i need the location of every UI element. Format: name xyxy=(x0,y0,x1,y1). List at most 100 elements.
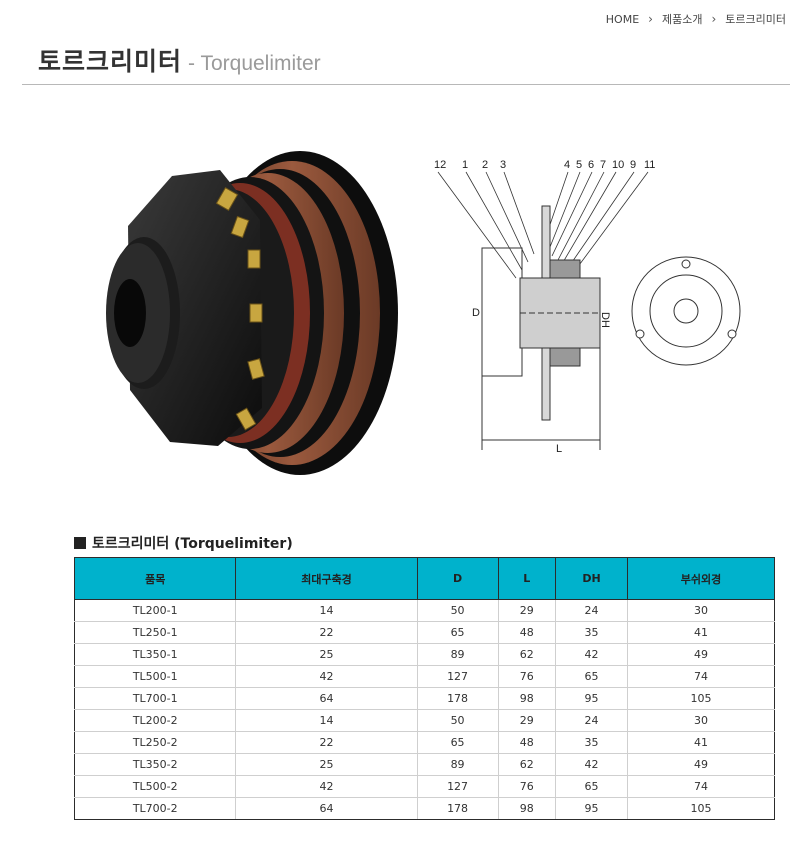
table-cell: TL700-2 xyxy=(73,797,236,820)
table-cell: 178 xyxy=(416,687,499,710)
drawing-label: DH xyxy=(599,312,611,328)
drawing-label: 4 xyxy=(564,159,570,171)
table-header: L xyxy=(497,557,557,600)
table-cell: TL700-1 xyxy=(73,687,236,710)
product-photo xyxy=(106,151,398,475)
table-cell: 65 xyxy=(416,621,499,644)
drawing-label: 10 xyxy=(612,159,624,171)
drawing-label: 2 xyxy=(482,159,488,171)
table-cell: 30 xyxy=(627,709,775,732)
table-row: TL250-1 22 65 48 35 41 xyxy=(73,621,775,644)
table-cell: 64 xyxy=(235,797,418,820)
drawing-label: 12 xyxy=(434,159,446,171)
chevron-right-icon: › xyxy=(711,12,717,26)
table-cell: 22 xyxy=(235,731,418,754)
table-cell: TL250-2 xyxy=(73,731,236,754)
table-cell: 42 xyxy=(235,665,418,688)
table-header: 품목 xyxy=(73,557,237,600)
table-cell: 30 xyxy=(627,599,775,622)
table-cell: 89 xyxy=(416,753,499,776)
table-header: 최대구축경 xyxy=(235,557,418,600)
table-header: D xyxy=(416,557,499,600)
table-cell: 35 xyxy=(554,621,628,644)
table-row: TL350-1 25 89 62 42 49 xyxy=(73,643,775,666)
page-title-korean: 토르크리미터 xyxy=(38,47,183,76)
table-cell: 62 xyxy=(497,753,556,776)
table-cell: 50 xyxy=(416,599,499,622)
title-divider xyxy=(22,84,790,85)
breadcrumb-category[interactable]: 제품소개 xyxy=(661,13,703,26)
drawing-label: D xyxy=(472,307,480,319)
drawing-label: 1 xyxy=(462,159,468,171)
table-row: TL200-2 14 50 29 24 30 xyxy=(73,709,775,732)
table-cell: 42 xyxy=(554,643,628,666)
table-cell: TL350-1 xyxy=(73,643,236,666)
page-title: 토르크리미터 - Torquelimiter xyxy=(38,42,321,78)
table-header-row: 품목 최대구축경 D L DH 부쉬외경 xyxy=(73,557,775,600)
table-cell: TL200-1 xyxy=(73,599,236,622)
table-row: TL700-1 64 178 98 95 105 xyxy=(73,687,775,710)
table-cell: 64 xyxy=(235,687,418,710)
table-cell: 48 xyxy=(497,731,556,754)
table-cell: 76 xyxy=(497,665,556,688)
drawing-label: 7 xyxy=(600,159,606,171)
table-cell: 127 xyxy=(416,775,499,798)
table-cell: 105 xyxy=(627,687,775,710)
table-cell: TL200-2 xyxy=(73,709,236,732)
table-cell: 42 xyxy=(235,775,418,798)
table-row: TL200-1 14 50 29 24 30 xyxy=(73,599,775,622)
table-row: TL350-2 25 89 62 42 49 xyxy=(73,753,775,776)
section-title-text: 토르크리미터 (Torquelimiter) xyxy=(92,536,293,552)
table-header: 부쉬외경 xyxy=(627,557,775,600)
table-row: TL700-2 64 178 98 95 105 xyxy=(73,797,775,820)
table-cell: 76 xyxy=(497,775,556,798)
table-cell: 22 xyxy=(235,621,418,644)
spec-table: 품목 최대구축경 D L DH 부쉬외경 TL200-1 14 50 29 24… xyxy=(73,557,775,820)
table-cell: 95 xyxy=(554,687,628,710)
table-cell: 24 xyxy=(554,709,628,732)
section-title: 토르크리미터 (Torquelimiter) xyxy=(74,533,293,553)
table-cell: 14 xyxy=(235,709,418,732)
table-cell: 98 xyxy=(497,797,556,820)
table-cell: 41 xyxy=(627,621,775,644)
drawing-label: 3 xyxy=(500,159,506,171)
table-cell: 35 xyxy=(554,731,628,754)
page-title-english: - Torquelimiter xyxy=(188,52,321,75)
breadcrumb: HOME › 제품소개 › 토르크리미터 xyxy=(606,11,786,27)
technical-drawing: 12 1 2 3 4 5 6 7 10 9 11 D DH L xyxy=(434,159,741,455)
table-cell: TL500-2 xyxy=(73,775,236,798)
table-cell: 95 xyxy=(554,797,628,820)
table-cell: 62 xyxy=(497,643,556,666)
drawing-label: L xyxy=(556,443,562,455)
table-cell: 14 xyxy=(235,599,418,622)
table-row: TL500-2 42 127 76 65 74 xyxy=(73,775,775,798)
table-cell: 29 xyxy=(497,599,556,622)
table-cell: 74 xyxy=(627,665,775,688)
table-cell: TL250-1 xyxy=(73,621,236,644)
table-cell: 25 xyxy=(235,753,418,776)
table-cell: 41 xyxy=(627,731,775,754)
table-cell: 65 xyxy=(554,665,628,688)
drawing-label: 11 xyxy=(644,159,655,171)
table-cell: 89 xyxy=(416,643,499,666)
breadcrumb-current[interactable]: 토르크리미터 xyxy=(725,13,786,26)
table-cell: TL500-1 xyxy=(73,665,236,688)
table-cell: 42 xyxy=(554,753,628,776)
table-header: DH xyxy=(554,557,629,600)
chevron-right-icon: › xyxy=(648,12,653,26)
drawing-label: 9 xyxy=(630,159,636,171)
table-cell: 65 xyxy=(554,775,628,798)
table-row: TL250-2 22 65 48 35 41 xyxy=(73,731,775,754)
table-cell: 29 xyxy=(497,709,556,732)
table-row: TL500-1 42 127 76 65 74 xyxy=(73,665,775,688)
breadcrumb-home[interactable]: HOME xyxy=(605,12,640,26)
table-cell: 49 xyxy=(627,643,775,666)
drawing-label: 5 xyxy=(576,159,582,171)
table-cell: 50 xyxy=(416,709,499,732)
table-cell: 127 xyxy=(416,665,499,688)
table-cell: 98 xyxy=(497,687,556,710)
table-cell: 178 xyxy=(416,797,499,820)
table-cell: TL350-2 xyxy=(73,753,236,776)
square-bullet-icon xyxy=(74,537,86,549)
table-cell: 65 xyxy=(416,731,499,754)
